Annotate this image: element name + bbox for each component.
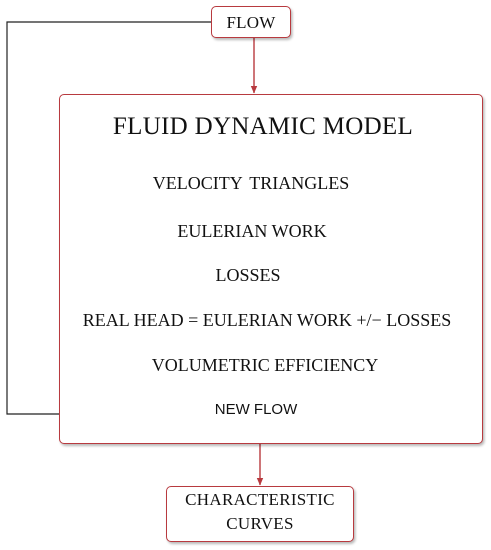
step-real-head: REAL HEAD = EULERIAN WORK +/− LOSSES [82, 310, 452, 330]
feedback-loop-line [6, 21, 211, 415]
characteristic-curves-label-line-1: CHARACTERISTIC [185, 490, 335, 509]
fluid-dynamic-model-box [59, 94, 483, 444]
characteristic-curves-label-line-2: CURVES [226, 514, 294, 533]
characteristic-curves-box: CHARACTERISTIC CURVES [166, 486, 354, 542]
flow-box: FLOW [211, 6, 291, 38]
step-velocity-triangles: VELOCITY TRIANGLES [152, 173, 350, 193]
step-volumetric-efficiency: VOLUMETRIC EFFICIENCY [151, 355, 379, 375]
step-new-flow: NEW FLOW [214, 401, 298, 418]
step-losses: LOSSES [215, 265, 281, 285]
model-title: FLUID DYNAMIC MODEL [112, 113, 414, 140]
flow-label: FLOW [226, 13, 276, 32]
step-eulerian-work: EULERIAN WORK [177, 221, 327, 241]
